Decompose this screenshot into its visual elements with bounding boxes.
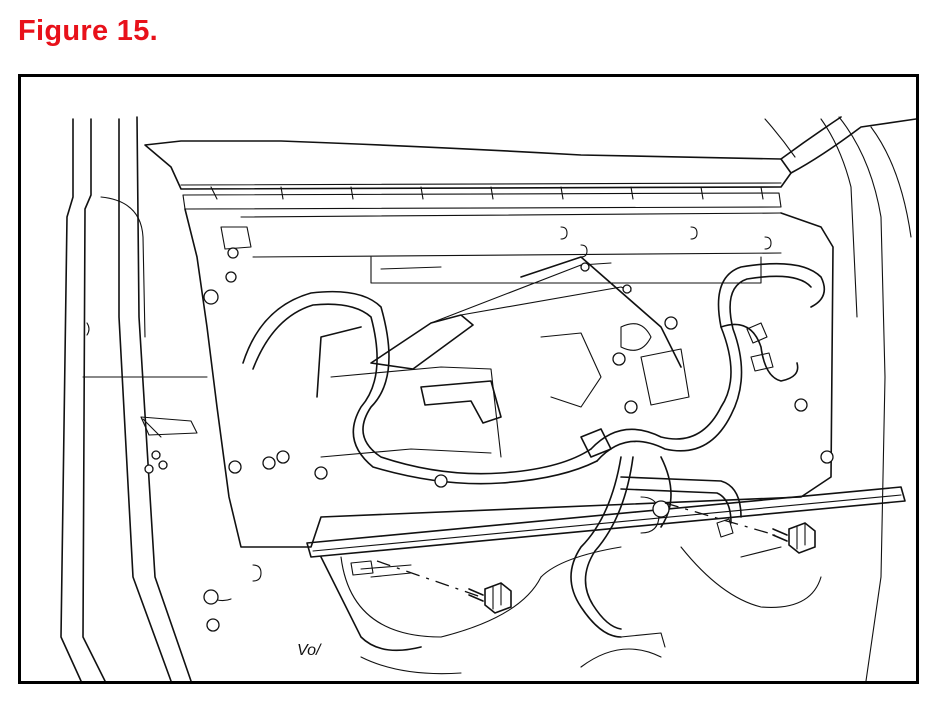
inner-door-panel	[184, 208, 834, 548]
label-vo: Vo/	[297, 642, 322, 659]
lower-beam	[306, 486, 906, 675]
figure-title: Figure 15.	[18, 15, 158, 47]
figure-frame: Vo/	[18, 74, 919, 684]
door-diagram: Vo/	[60, 116, 916, 681]
wire-harness	[242, 262, 826, 638]
bolt-leader-lines	[376, 502, 776, 598]
window-regulator	[316, 256, 690, 458]
left-door-pillar	[60, 116, 262, 681]
bolt-right-icon	[772, 522, 816, 554]
window-channel	[144, 116, 916, 681]
bolt-left-icon	[468, 582, 512, 614]
panel-holes	[228, 316, 834, 488]
